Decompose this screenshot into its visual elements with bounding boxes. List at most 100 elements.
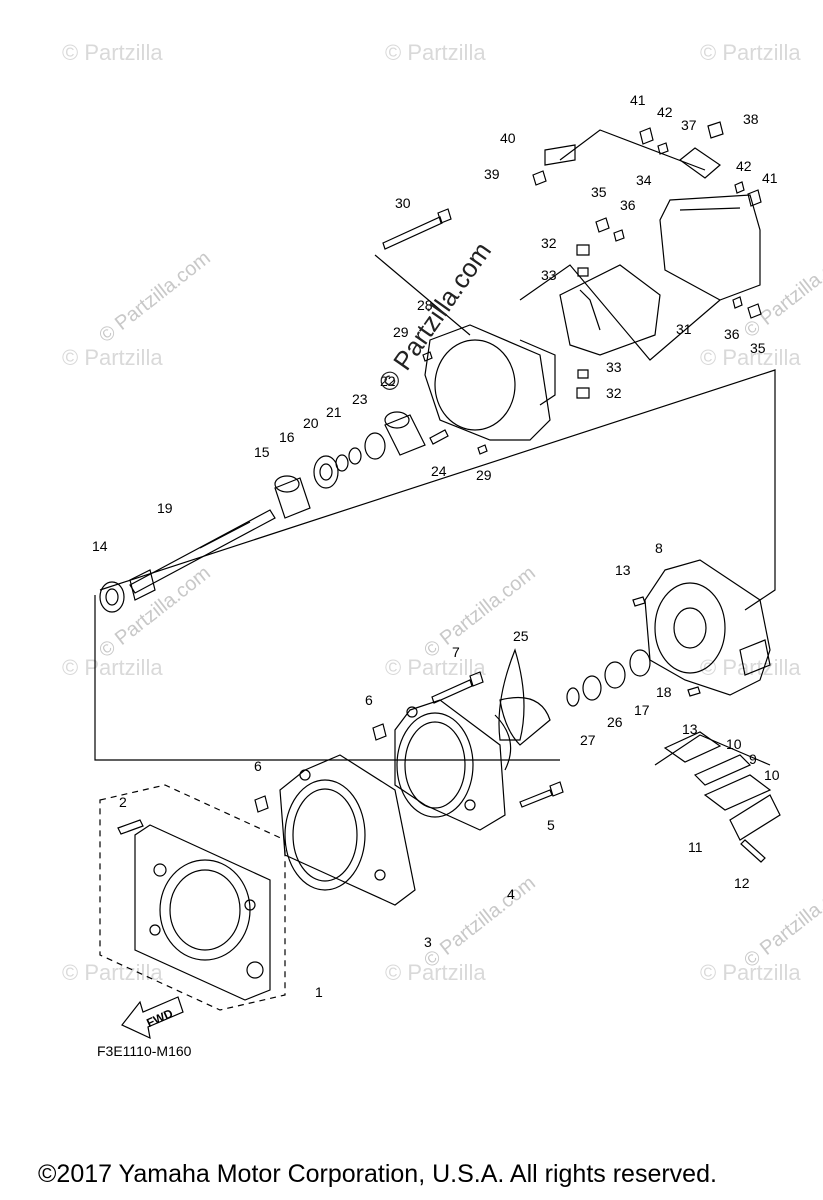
- watermark-top-center: © Partzilla: [385, 40, 486, 65]
- part-label-25: 25: [513, 628, 529, 644]
- part-label-4: 4: [507, 886, 515, 902]
- part-6-sleeve-b: [372, 723, 387, 741]
- part-label-1: 1: [315, 984, 323, 1000]
- part-10-gasket-a: [663, 731, 722, 763]
- part-label-40: 40: [500, 130, 516, 146]
- part-33-bushing-a: [577, 267, 589, 277]
- part-42-washer-a: [657, 142, 669, 155]
- part-label-10a: 10: [726, 736, 742, 752]
- part-37-lever: [679, 147, 721, 179]
- part-label-41a: 41: [630, 92, 646, 108]
- part-label-16: 16: [279, 429, 295, 445]
- watermark-top-right: © Partzilla: [700, 40, 801, 65]
- part-42-washer-b: [734, 181, 745, 194]
- leader-line-31-bracket: [519, 264, 721, 361]
- part-26-ring: [582, 675, 602, 701]
- part-label-8: 8: [655, 540, 663, 556]
- part-41-bolt-b: [747, 189, 762, 207]
- part-35-bolt-b: [747, 303, 762, 319]
- part-1-bore: [159, 859, 251, 961]
- watermark-center-left: © Partzilla: [62, 655, 163, 680]
- watermark-mid-left: © Partzilla: [62, 345, 163, 370]
- part-13-pin-b: [687, 686, 701, 697]
- watermark-center-right: © Partzilla: [700, 655, 801, 680]
- watermark-bottom-left: © Partzilla: [62, 960, 163, 985]
- part-7-bolt: [431, 679, 473, 704]
- part-label-29b: 29: [476, 467, 492, 483]
- part-40-bracket: [544, 144, 576, 166]
- part-29-pin-b: [477, 444, 488, 455]
- part-2-dowel: [117, 819, 144, 835]
- part-32-bolt-a: [576, 244, 590, 256]
- part-label-6b: 6: [365, 692, 373, 708]
- part-10-gasket-b: [703, 774, 772, 811]
- part-label-38: 38: [743, 111, 759, 127]
- part-label-11: 11: [688, 839, 703, 855]
- part-label-29a: 29: [393, 324, 409, 340]
- leader-line-top: [559, 129, 706, 171]
- part-label-32a: 32: [541, 235, 557, 251]
- part-35-bolt-a: [595, 217, 610, 233]
- part-label-26: 26: [607, 714, 623, 730]
- part-27-o-ring: [566, 687, 580, 707]
- part-label-3: 3: [424, 934, 432, 950]
- part-label-27: 27: [580, 732, 596, 748]
- part-label-35b: 35: [750, 340, 766, 356]
- part-label-19: 19: [157, 500, 173, 516]
- part-14-seal: [99, 581, 125, 613]
- watermark-center: © Partzilla: [385, 655, 486, 680]
- part-label-35a: 35: [591, 184, 607, 200]
- part-30-bolt: [382, 216, 443, 250]
- part-label-30: 30: [395, 195, 411, 211]
- part-label-21: 21: [326, 404, 342, 420]
- leader-line-shaft: [94, 595, 560, 761]
- part-1-dashed-frame: [99, 784, 286, 1011]
- part-label-15: 15: [254, 444, 270, 460]
- part-23-o-ring: [364, 432, 386, 460]
- part-label-24: 24: [431, 463, 447, 479]
- part-38-bolt: [707, 121, 724, 139]
- part-label-13b: 13: [682, 721, 698, 737]
- part-label-37: 37: [681, 117, 697, 133]
- part-4-impeller-housing: [394, 699, 506, 831]
- part-label-31: 31: [676, 321, 692, 337]
- part-label-13a: 13: [615, 562, 631, 578]
- part-label-7: 7: [452, 644, 460, 660]
- part-19-shaft: [129, 509, 276, 594]
- part-24-bolt: [429, 429, 449, 445]
- leader-line-9-bracket: [654, 734, 771, 766]
- part-label-2: 2: [119, 794, 127, 810]
- leader-line-30: [374, 254, 471, 336]
- part-25-impeller: [498, 648, 525, 741]
- part-28-duct-housing: [424, 324, 551, 441]
- part-33-bushing-b: [577, 369, 589, 379]
- diagram-code: F3E1110-M160: [97, 1043, 192, 1059]
- part-11-cover: [729, 794, 781, 841]
- part-label-42b: 42: [736, 158, 752, 174]
- part-32-bolt-b: [576, 387, 590, 399]
- part-label-14: 14: [92, 538, 108, 554]
- part-29-pin-a: [422, 351, 433, 362]
- part-12-bolt: [740, 839, 766, 863]
- part-6-sleeve-a: [254, 795, 269, 813]
- part-1-plate: [134, 824, 271, 1001]
- part-label-5: 5: [547, 817, 555, 833]
- part-21-washer: [348, 447, 362, 465]
- watermark-bottom-center: © Partzilla: [385, 960, 486, 985]
- part-label-12: 12: [734, 875, 750, 891]
- part-label-34: 34: [636, 172, 652, 188]
- part-36-washer-a: [613, 229, 625, 242]
- part-41-bolt-a: [639, 127, 654, 145]
- part-label-28: 28: [417, 297, 433, 313]
- part-label-9: 9: [749, 751, 757, 767]
- part-22-cap: [384, 414, 426, 456]
- fwd-arrow-icon: [121, 996, 184, 1040]
- part-3-housing: [279, 754, 416, 906]
- copyright-notice: ©2017 Yamaha Motor Corporation, U.S.A. A…: [38, 1160, 717, 1188]
- part-label-32b: 32: [606, 385, 622, 401]
- part-label-33b: 33: [606, 359, 622, 375]
- watermark-bottom-right: © Partzilla: [700, 960, 801, 985]
- part-15-sleeve: [274, 477, 311, 519]
- part-16-bearing: [313, 455, 339, 489]
- part-31-nozzle: [559, 264, 661, 356]
